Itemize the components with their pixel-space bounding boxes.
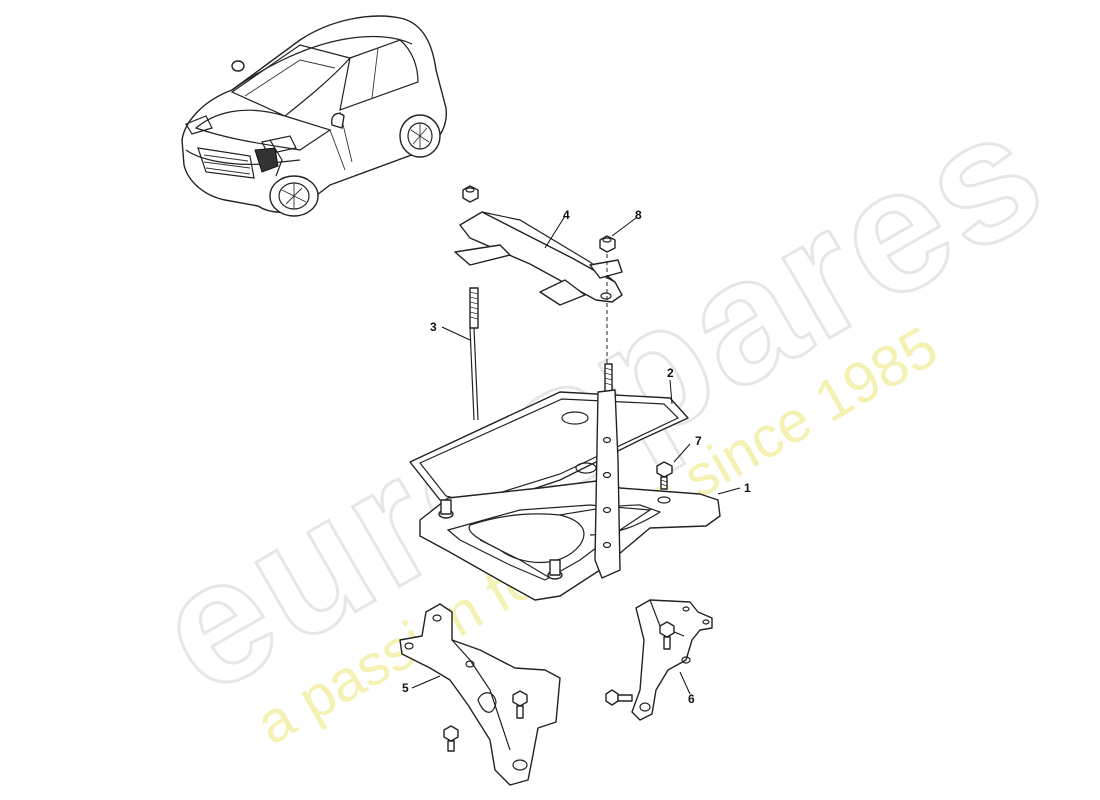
part-5-left-bracket bbox=[399, 603, 561, 786]
part-7-bolt bbox=[656, 461, 673, 490]
car-location-thumbnail bbox=[181, 15, 447, 217]
part-6-right-bracket bbox=[605, 599, 713, 721]
part-8-nut bbox=[599, 235, 616, 368]
callout-5: 5 bbox=[402, 681, 409, 695]
callout-8: 8 bbox=[635, 208, 642, 222]
tray-bolt-center bbox=[547, 559, 563, 580]
leader-lines bbox=[411, 215, 741, 695]
bracket-6-side-bolt bbox=[605, 689, 633, 706]
tray-bolt-left bbox=[438, 499, 454, 519]
callout-4: 4 bbox=[563, 208, 570, 222]
part-3-long-rod bbox=[469, 287, 479, 421]
callout-2: 2 bbox=[667, 366, 674, 380]
bracket-5-bolt-lower bbox=[443, 725, 459, 752]
part-4-battery-clamp bbox=[454, 211, 623, 306]
nut-upper-left bbox=[462, 185, 479, 203]
part-1-battery-tray bbox=[419, 479, 721, 601]
bracket-6-bolt bbox=[659, 621, 675, 650]
callout-6: 6 bbox=[688, 692, 695, 706]
callout-1: 1 bbox=[744, 481, 751, 495]
callout-7: 7 bbox=[695, 434, 702, 448]
callout-3: 3 bbox=[430, 320, 437, 334]
support-strap bbox=[594, 363, 621, 579]
bracket-5-bolt-upper bbox=[512, 690, 528, 719]
